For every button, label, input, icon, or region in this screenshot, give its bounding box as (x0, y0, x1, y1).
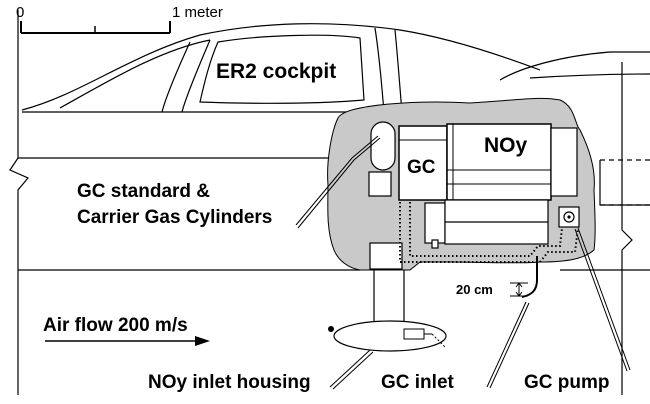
gc-standard-cylinders (368, 121, 396, 197)
cylinder-lower (368, 171, 392, 197)
gc-plumbing-dotted (399, 202, 579, 263)
dimension-20cm: 20 cm (456, 282, 528, 297)
scale-zero-label: 0 (16, 4, 24, 21)
cylinder-upper (370, 121, 396, 171)
scale-end-label: 1 meter (172, 4, 223, 21)
gc-pump-label: GC pump (524, 372, 610, 393)
gc-instrument-box: GC (398, 125, 448, 201)
noy-inlet-housing-label: NOy inlet housing (148, 372, 311, 393)
air-flow-label: Air flow 200 m/s (43, 315, 188, 336)
noy-inlet (328, 270, 447, 352)
gc-inlet-label: GC inlet (381, 372, 455, 393)
noy-box-label: NOy (484, 134, 528, 157)
cockpit-label: ER2 cockpit (216, 60, 336, 83)
leader-lines (295, 135, 631, 390)
air-flow-arrow (45, 336, 210, 346)
gc-standard-label-line2: Carrier Gas Cylinders (77, 207, 272, 228)
gc-pump (558, 206, 580, 228)
gc-standard-label-line1: GC standard & (77, 181, 210, 202)
scale-bar: 0 1 meter (16, 4, 223, 34)
noy-instrument-box: NOy (446, 123, 578, 201)
dimension-label: 20 cm (456, 282, 493, 297)
gc-box-label: GC (407, 157, 436, 178)
lower-modules (369, 199, 549, 270)
